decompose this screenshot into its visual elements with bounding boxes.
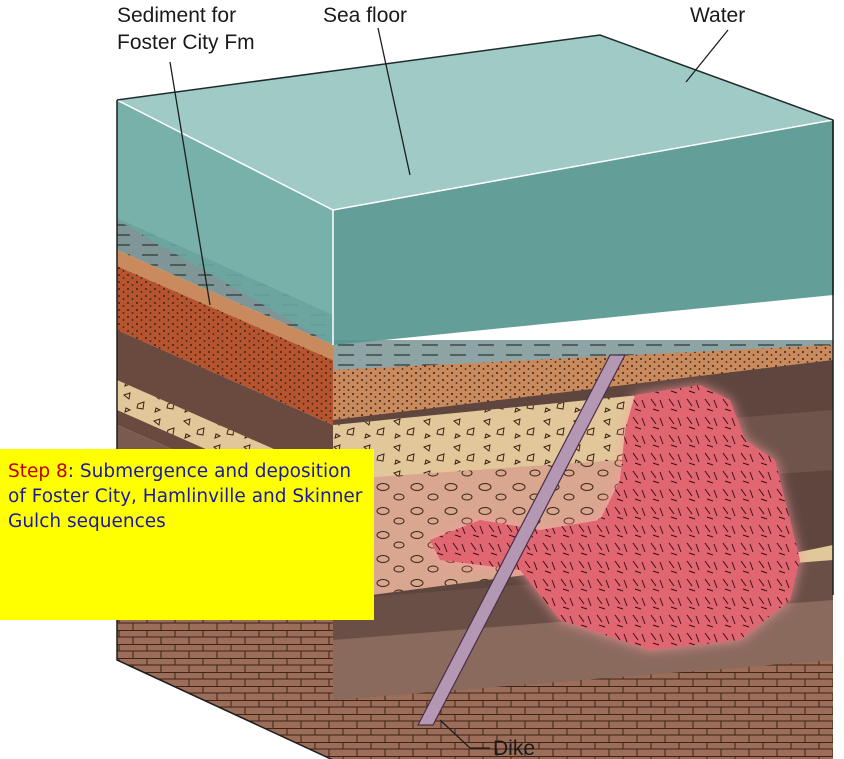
water-body bbox=[116, 34, 834, 345]
caption-step: Step 8 bbox=[8, 461, 68, 482]
dike bbox=[417, 354, 626, 726]
left-sand-strip bbox=[117, 250, 333, 360]
leader-sea-floor bbox=[377, 27, 411, 176]
caption-text: : Submergence and deposition of Foster C… bbox=[8, 461, 363, 532]
front-brick-layer bbox=[333, 660, 833, 759]
step-caption: Step 8: Submergence and deposition of Fo… bbox=[0, 449, 374, 620]
leader-sediment bbox=[169, 61, 211, 306]
leader-water bbox=[685, 29, 729, 83]
leader-dike bbox=[439, 719, 490, 749]
water-label: Water bbox=[690, 4, 745, 27]
water-front bbox=[333, 120, 833, 345]
water-left bbox=[117, 100, 333, 345]
igneous-intrusion bbox=[430, 385, 800, 650]
sediment-label: Sediment for Foster City Fm bbox=[117, 4, 255, 54]
sea-floor-label: Sea floor bbox=[323, 4, 407, 27]
dike-label: Dike bbox=[493, 737, 535, 759]
block-outline-left bbox=[116, 100, 333, 759]
